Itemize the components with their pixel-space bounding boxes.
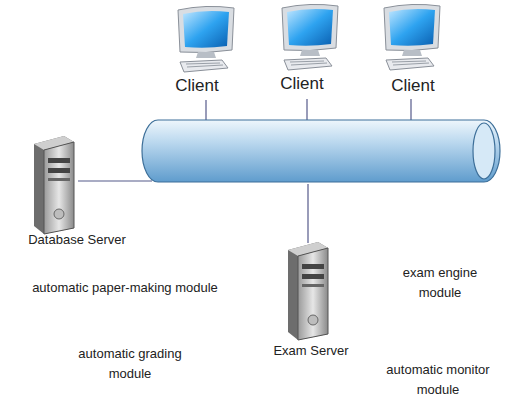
network-bus [142, 120, 500, 182]
node-text: Database Server [25, 231, 129, 248]
bus-end [473, 123, 495, 179]
server-label: Database Server [25, 231, 129, 248]
node-text: Exam Server [270, 342, 352, 359]
module-label: exam engine module [385, 263, 495, 303]
node-text: Client [388, 75, 438, 96]
client-label: Client [388, 75, 438, 96]
module-label: automatic grading module [70, 344, 190, 384]
node-text: Client [172, 75, 222, 96]
module-label: automatic paper-making module [25, 278, 225, 298]
server-tower [34, 136, 74, 234]
module-label: automatic monitor module [373, 360, 503, 400]
client-monitor [282, 4, 338, 70]
client-monitor [384, 4, 440, 70]
client-label: Client [277, 73, 327, 94]
server-label: Exam Server [270, 342, 352, 359]
node-text: Client [277, 73, 327, 94]
server-tower [288, 242, 328, 340]
client-monitor [178, 6, 234, 72]
client-label: Client [172, 75, 222, 96]
